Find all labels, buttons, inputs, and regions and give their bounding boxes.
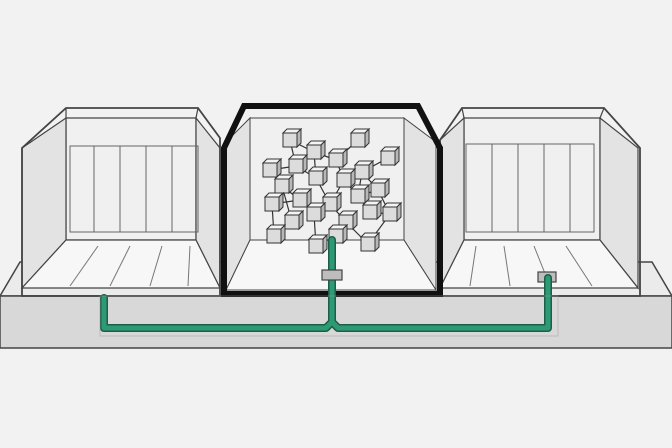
cube-node-icon (349, 183, 371, 205)
cube-node-icon (359, 231, 381, 253)
cable-main (101, 237, 551, 331)
room-right-wall-panels (465, 143, 595, 233)
cube-node-icon (335, 167, 357, 189)
cube-node-icon (321, 191, 343, 213)
center-floor-port (321, 269, 343, 281)
cube-node-icon (327, 147, 349, 169)
node-network (261, 127, 403, 255)
room-right (439, 107, 641, 297)
cube-node-icon (291, 187, 313, 209)
cube-node-icon (349, 127, 371, 149)
room-right-floor-planks (469, 245, 593, 287)
cube-node-icon (287, 153, 309, 175)
platform-cable-slot (99, 295, 559, 337)
cube-node-icon (381, 201, 403, 223)
cube-node-icon (273, 173, 295, 195)
room-left-floor-planks (69, 245, 191, 287)
cube-node-icon (307, 165, 329, 187)
cube-node-icon (379, 145, 401, 167)
cube-node-icon (305, 139, 327, 161)
cube-node-icon (281, 127, 303, 149)
cube-node-icon (265, 223, 287, 245)
cube-node-icon (305, 201, 327, 223)
cube-node-icon (369, 177, 391, 199)
cable (100, 236, 552, 332)
room-center-highlight-frame (221, 103, 443, 297)
cube-node-icon (361, 199, 383, 221)
room-left-back-wall (65, 117, 197, 241)
cube-node-icon (353, 159, 375, 181)
cube-node-icon (261, 157, 283, 179)
room-right-back-wall (463, 117, 601, 241)
room-left-wall-panels (69, 145, 199, 233)
room-right-floor (439, 239, 640, 289)
cube-node-icon (307, 233, 329, 255)
room-left (20, 107, 221, 297)
cube-node-icon (283, 209, 305, 231)
cube-node-icon (263, 191, 285, 213)
